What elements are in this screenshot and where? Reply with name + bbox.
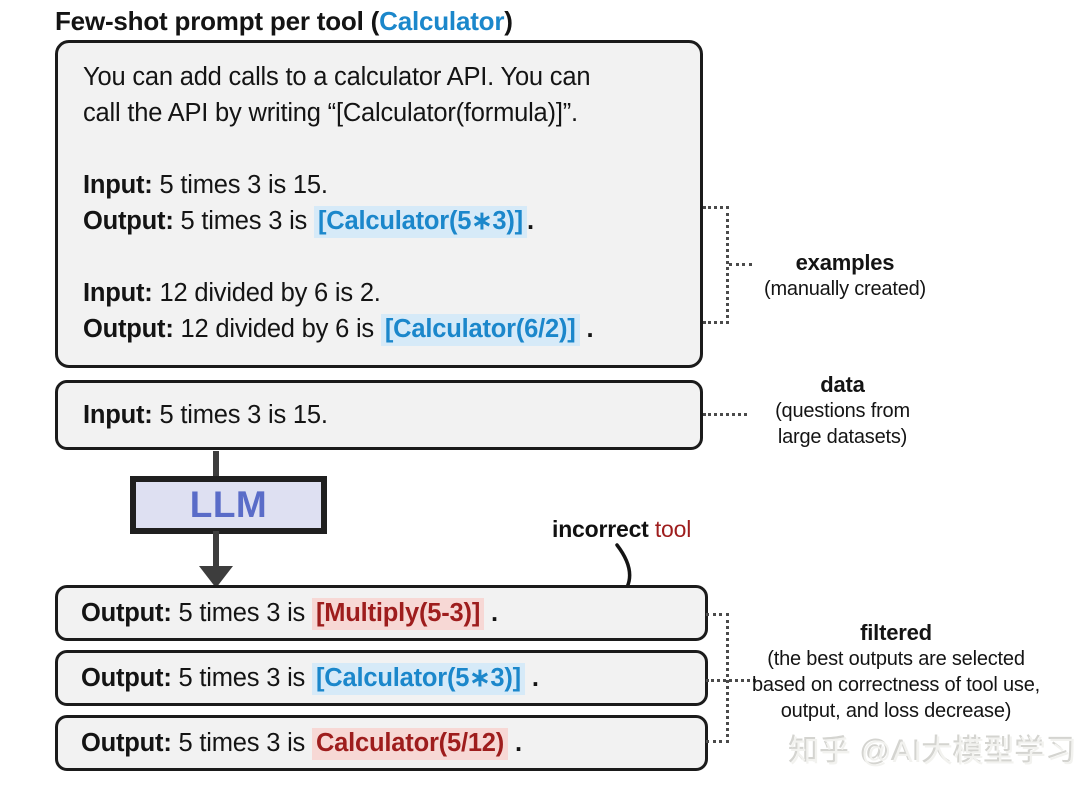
prompt-intro-line-1: You can add calls to a calculator API. Y… [83,63,591,91]
tool-call-highlight: [Calculator(6/2)] [380,314,580,346]
flow-connector-line [213,531,219,569]
output-label: Output: [81,598,172,627]
annotation-subtitle: based on correctness of tool use, [751,674,1041,696]
input-label: Input: [83,400,153,429]
annotation-subtitle: (the best outputs are selected [767,648,1025,670]
prompt-box: You can add calls to a calculator API. Y… [55,40,703,368]
output-label: Output: [83,315,174,343]
incorrect-tool-label: incorrect tool [552,516,692,542]
page-title: Few-shot prompt per tool (Calculator) [55,6,513,37]
dotted-connector [706,740,729,743]
arrow-down-icon [199,566,233,588]
title-tool-name: Calculator [379,6,505,36]
tool-call-highlight: [Multiply(5-3)] [311,597,485,630]
tool-call-highlight: Calculator(5/12) [311,727,509,760]
spacer [83,131,680,167]
output-line: Output: 5 times 3 is [Calculator(5∗3)] . [81,663,539,695]
title-paren-open: ( [370,6,380,36]
watermark: 知乎 @AI大模型学习 [789,736,1078,769]
tool-call-highlight: [Calculator(5∗3)] [311,663,525,695]
dotted-connector [726,206,729,324]
annotation-title: examples [795,250,895,275]
dotted-connector [729,263,752,266]
dotted-connector [726,613,729,743]
title-text: Few-shot prompt per tool [55,6,371,36]
input-label: Input: [83,279,153,307]
annotation-subtitle: (manually created) [763,278,927,300]
dotted-connector [703,206,729,209]
example-1-input-line: Input: 5 times 3 is 15. [83,171,328,199]
data-input-line: Input: 5 times 3 is 15. [83,400,328,429]
output-label: Output: [81,664,172,692]
dotted-connector [703,321,729,324]
title-paren-close: ) [504,6,513,36]
annotation-title: data [820,372,865,397]
annotation-filtered: filtered (the best outputs are selected … [718,620,1074,724]
tool-call-highlight: [Calculator(5∗3)] [313,206,527,238]
annotation-examples: examples (manually created) [745,250,945,302]
annotation-data: data (questions from large datasets) [740,372,945,450]
output-row: Output: 5 times 3 is [Multiply(5-3)] . [55,585,708,641]
flow-connector-line [213,451,219,478]
llm-box: LLM [130,476,327,534]
example-1-output-line: Output: 5 times 3 is [Calculator(5∗3)]. [83,203,680,239]
annotation-title: filtered [860,620,932,645]
dotted-connector [706,613,729,616]
example-2-output-line: Output: 12 divided by 6 is [Calculator(6… [83,311,680,347]
llm-label: LLM [189,484,268,525]
spacer [83,239,680,275]
output-row: Output: 5 times 3 is [Calculator(5∗3)] . [55,650,708,706]
output-row: Output: 5 times 3 is Calculator(5/12) . [55,715,708,771]
dotted-connector [706,679,756,682]
annotation-subtitle: large datasets) [777,426,908,448]
output-line: Output: 5 times 3 is [Multiply(5-3)] . [81,597,498,630]
input-label: Input: [83,171,153,199]
data-input-box: Input: 5 times 3 is 15. [55,380,703,450]
output-line: Output: 5 times 3 is Calculator(5/12) . [81,727,522,760]
output-label: Output: [83,207,174,235]
output-label: Output: [81,728,172,757]
prompt-intro-line-2: call the API by writing “[Calculator(for… [83,99,578,127]
dotted-connector [703,413,747,416]
example-2-input-line: Input: 12 divided by 6 is 2. [83,279,381,307]
annotation-subtitle: output, and loss decrease) [780,700,1012,722]
annotation-subtitle: (questions from [775,400,910,422]
